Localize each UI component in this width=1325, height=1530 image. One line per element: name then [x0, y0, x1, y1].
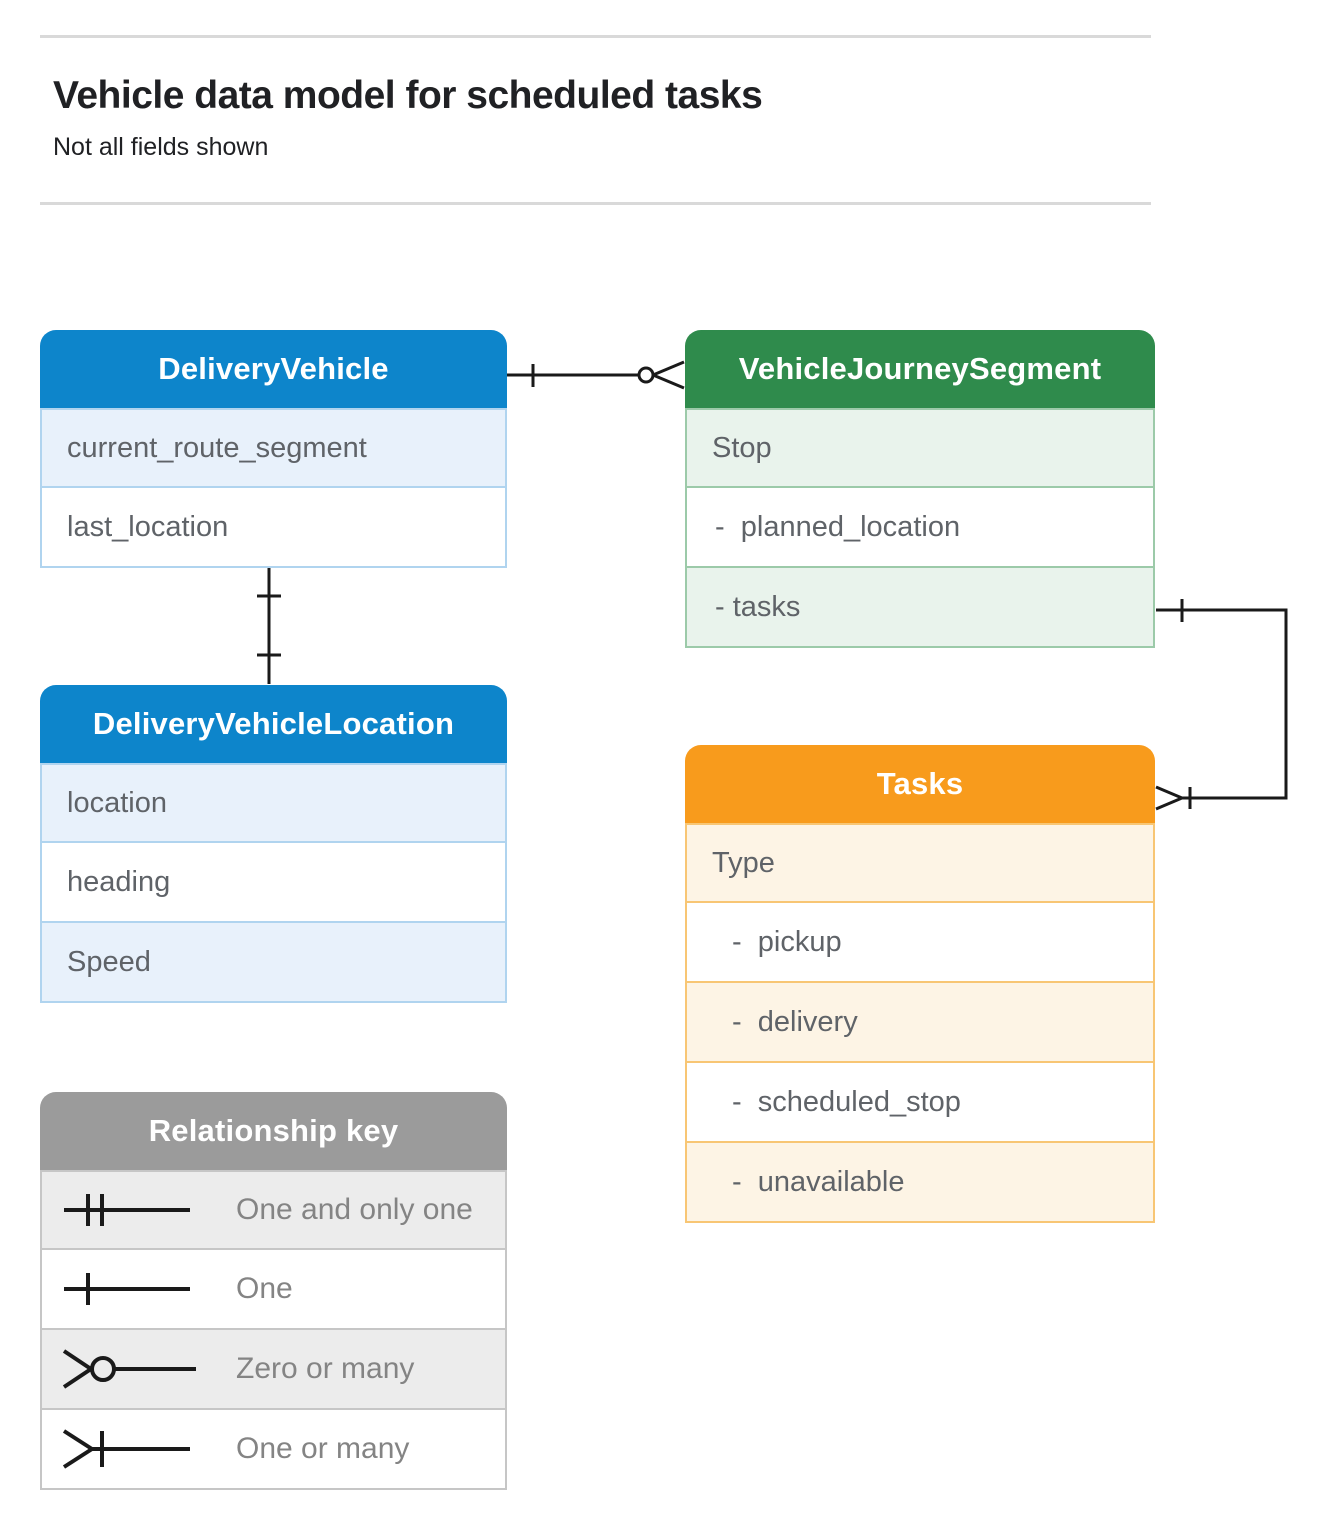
entity-title: Tasks	[876, 766, 964, 801]
legend-item-label: One or many	[236, 1432, 410, 1465]
zero-or-many-symbol-icon	[62, 1349, 196, 1389]
entity-vehicle-journey-segment: VehicleJourneySegment Stop - planned_loca…	[685, 330, 1155, 648]
connector-deliveryvehicle-to-deliveryvehiclelocation	[257, 568, 281, 684]
entity-header: DeliveryVehicleLocation	[40, 685, 507, 763]
field-row: heading	[40, 843, 507, 923]
page-title: Vehicle data model for scheduled tasks	[53, 74, 763, 117]
entity-title: VehicleJourneySegment	[738, 351, 1102, 386]
legend-item: One or many	[40, 1410, 507, 1490]
connector-deliveryvehicle-to-vehiclejourneysegment	[507, 360, 685, 390]
field-row: last_location	[40, 488, 507, 568]
field-label: - delivery	[732, 1005, 858, 1038]
connector-vehiclejourneysegment-tasks-to-tasks	[1155, 599, 1288, 811]
field-label: - scheduled_stop	[732, 1085, 961, 1118]
legend-item-label: One and only one	[236, 1193, 473, 1226]
entity-rows: Type - pickup - delivery - scheduled_stop - …	[685, 823, 1155, 1223]
field-row: Speed	[40, 923, 507, 1003]
field-label: location	[67, 786, 167, 819]
field-label: Stop	[712, 431, 772, 464]
entity-header: VehicleJourneySegment	[685, 330, 1155, 408]
entity-rows: Stop - planned_location - tasks	[685, 408, 1155, 648]
legend-item: One and only one	[40, 1170, 507, 1250]
field-row: - planned_location	[685, 488, 1155, 568]
field-row: Stop	[685, 408, 1155, 488]
field-row: current_route_segment	[40, 408, 507, 488]
field-label: current_route_segment	[67, 431, 367, 464]
field-row: - delivery	[685, 983, 1155, 1063]
field-row: - pickup	[685, 903, 1155, 983]
one-symbol-icon	[64, 1273, 190, 1305]
field-row: - unavailable	[685, 1143, 1155, 1223]
field-row: Type	[685, 823, 1155, 903]
entity-tasks: Tasks Type - pickup - delivery - scheduled_…	[685, 745, 1155, 1223]
entity-title: DeliveryVehicleLocation	[92, 706, 455, 741]
field-row: - scheduled_stop	[685, 1063, 1155, 1143]
field-label: - planned_location	[715, 510, 961, 543]
legend-item: One	[40, 1250, 507, 1330]
one-and-only-one-symbol-icon	[64, 1194, 190, 1226]
legend-header: Relationship key	[40, 1092, 507, 1170]
field-label: last_location	[67, 510, 229, 543]
field-label: heading	[67, 865, 171, 898]
legend-item-label: Zero or many	[236, 1352, 415, 1385]
entity-header: Tasks	[685, 745, 1155, 823]
field-row: - tasks	[685, 568, 1155, 648]
entity-header: DeliveryVehicle	[40, 330, 507, 408]
one-or-many-symbol-icon	[62, 1429, 190, 1469]
top-divider	[40, 35, 1151, 38]
entity-rows: current_route_segment last_location	[40, 408, 507, 568]
legend-title: Relationship key	[148, 1113, 399, 1148]
field-row: location	[40, 763, 507, 843]
field-label: - pickup	[732, 925, 842, 958]
entity-title: DeliveryVehicle	[158, 351, 389, 386]
legend-item: Zero or many	[40, 1330, 507, 1410]
page-subtitle: Not all fields shown	[53, 133, 269, 161]
field-label: - unavailable	[732, 1165, 905, 1198]
field-label: - tasks	[715, 590, 801, 623]
header-divider	[40, 202, 1151, 205]
field-label: Speed	[67, 945, 151, 978]
legend-item-label: One	[236, 1272, 293, 1305]
field-label: Type	[712, 846, 775, 879]
